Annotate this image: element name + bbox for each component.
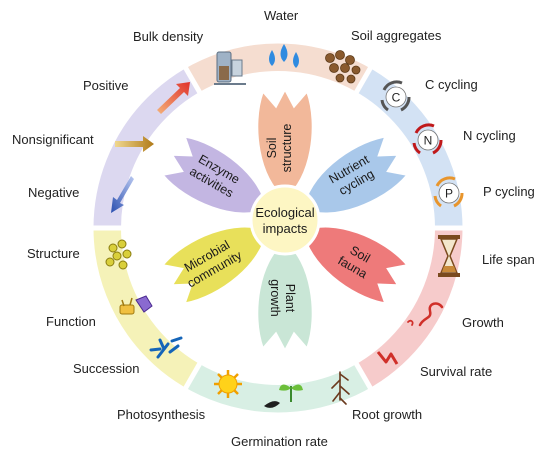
- ring-divider: [353, 63, 375, 96]
- label-negative: Negative: [28, 185, 80, 200]
- label-survival-rate: Survival rate: [420, 364, 493, 379]
- petal-text: Soil: [265, 138, 279, 159]
- function-icon: [119, 295, 153, 315]
- survival-rate-icon: [376, 351, 399, 365]
- petal-microbial-community: [161, 226, 267, 305]
- center-circle: [249, 184, 321, 256]
- carbon-cycle-icon: C: [380, 80, 411, 112]
- petal-text: Plant: [283, 284, 297, 313]
- label-c-cycling: C cycling: [425, 77, 478, 92]
- positive-arrow-icon: [157, 82, 190, 114]
- label-germination-rate: Germination rate: [231, 434, 328, 449]
- nitrogen-cycle-icon: N: [412, 123, 443, 155]
- sun-icon: [214, 370, 242, 398]
- petal-shape: [303, 135, 409, 214]
- petal-soil-fauna: [303, 226, 409, 305]
- ring-divider: [181, 360, 203, 393]
- soil-aggregates-icon: [325, 50, 361, 84]
- nonsignificant-arrow-icon: [115, 136, 154, 152]
- label-photosynthesis: Photosynthesis: [117, 407, 206, 422]
- label-growth: Growth: [462, 315, 504, 330]
- petal-shape: [303, 226, 409, 305]
- label-positive: Positive: [83, 78, 129, 93]
- carbon-letter: C: [392, 91, 401, 105]
- petal-shape: [161, 135, 267, 214]
- center-text-line1: Ecological: [255, 205, 314, 220]
- succession-icon: [149, 336, 183, 359]
- petal-label-plant-growth: Plant growth: [268, 279, 297, 317]
- ring-divider: [353, 360, 375, 393]
- label-nonsignificant: Nonsignificant: [12, 132, 94, 147]
- hourglass-icon: [438, 235, 460, 277]
- petal-soil-structure: [256, 88, 314, 199]
- label-bulk-density: Bulk density: [133, 29, 204, 44]
- petal-plant-growth: [256, 241, 314, 352]
- label-succession: Succession: [73, 361, 140, 376]
- nitrogen-letter: N: [424, 134, 433, 148]
- seedling-icon: [264, 384, 303, 408]
- center-text-line2: impacts: [263, 221, 308, 236]
- petal-enzyme-activities: [161, 135, 267, 214]
- microbe-cells-icon: [105, 239, 132, 270]
- soil-core-icon: [214, 51, 246, 85]
- petal-nutrient-cycling: [303, 135, 409, 214]
- petal-shape: [256, 241, 314, 352]
- petal-label-soil-structure: Soil structure: [265, 124, 294, 173]
- negative-arrow-icon: [111, 176, 134, 213]
- phosphorus-cycle-icon: P: [433, 176, 464, 208]
- petal-text: structure: [280, 124, 294, 173]
- label-p-cycling: P cycling: [483, 184, 535, 199]
- label-water: Water: [264, 8, 299, 23]
- label-n-cycling: N cycling: [463, 128, 516, 143]
- earthworm-icon: [407, 302, 444, 327]
- ring-divider: [181, 63, 203, 96]
- petal-group: [161, 88, 409, 352]
- label-soil-aggregates: Soil aggregates: [351, 28, 442, 43]
- label-root-growth: Root growth: [352, 407, 423, 422]
- label-structure: Structure: [27, 246, 80, 261]
- petal-text: growth: [268, 279, 282, 317]
- petal-shape: [256, 88, 314, 199]
- root-icon: [331, 371, 350, 405]
- label-function: Function: [46, 314, 96, 329]
- label-life-span: Life span: [482, 252, 535, 267]
- phosphorus-letter: P: [445, 187, 453, 201]
- petal-shape: [161, 226, 267, 305]
- water-drops-icon: [269, 44, 299, 68]
